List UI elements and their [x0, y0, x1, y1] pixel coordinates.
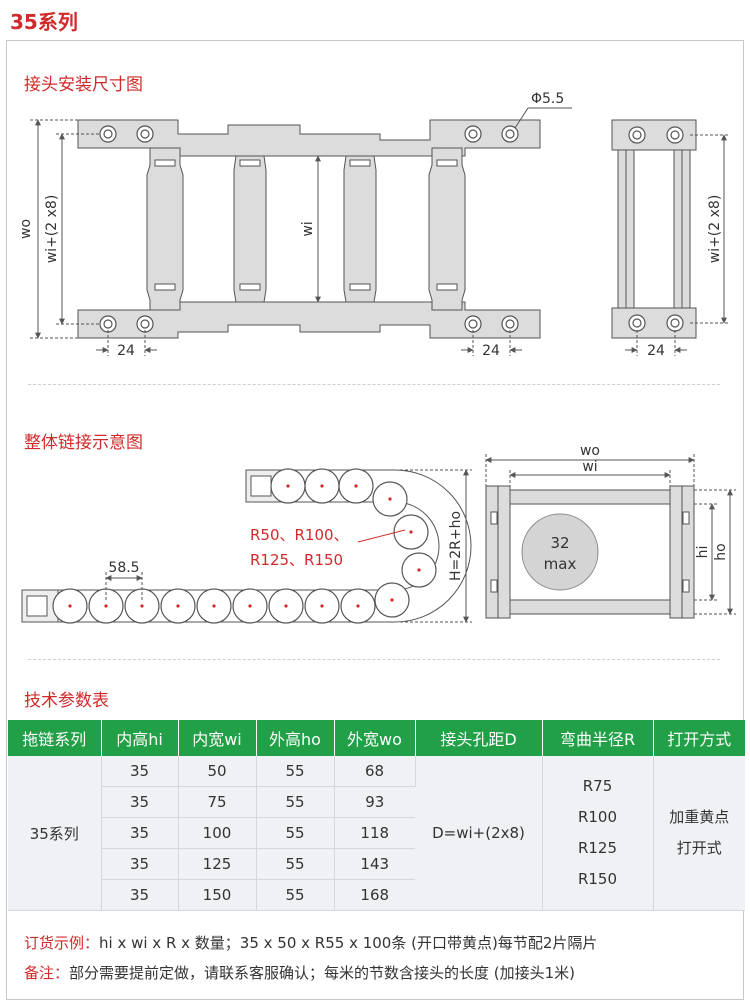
inner-height-label: hi [695, 546, 711, 559]
radius-value: R75 [582, 777, 613, 795]
column-header: 内宽wi [178, 720, 257, 756]
pitch-label: 58.5 [108, 560, 139, 576]
table-row: 35 100 55 118 [8, 817, 745, 849]
dim-24-label: 24 [647, 343, 665, 359]
wo-cell: 168 [334, 879, 415, 911]
wi-cell: 150 [178, 879, 257, 911]
ho-cell: 55 [256, 756, 335, 787]
parameter-table: 拖链系列 内高hi 内宽wi 外高ho 外宽wo 接头孔距D 弯曲半径R 打开方… [8, 720, 745, 911]
column-header: 外高ho [256, 720, 335, 756]
table-row: 35系列 35 50 55 68 D=wi+(2x8) R75 R100 R12… [8, 756, 745, 911]
opening-type-line: 加重黄点 [669, 808, 730, 826]
column-header: 弯曲半径R [542, 720, 654, 756]
inner-width-label: wi [300, 221, 316, 236]
height-formula-label: H=2R+ho [448, 511, 464, 581]
hi-cell: 35 [101, 817, 179, 849]
outer-width-label: wo [18, 219, 34, 239]
ho-cell: 55 [256, 879, 335, 911]
bend-radius-label: R125、R150 [250, 551, 343, 569]
section-title-overview: 整体链接示意图 [24, 433, 143, 453]
remark-note: 备注：部分需要提前定做，请联系客服确认；每米的节数含接头的长度 (加接头1米) [24, 962, 575, 983]
connector-side-view: wi+(2 x8) 24 [611, 119, 730, 359]
radius-value: R100 [577, 808, 618, 826]
table-row: 35 150 55 168 [8, 879, 745, 911]
column-header: 外宽wo [334, 720, 416, 756]
outer-height-label: ho [713, 543, 729, 560]
ho-cell: 55 [256, 786, 335, 818]
chain-assembly-view: 58.5 H=2R+ho R50、R100、 R125、R150 [21, 468, 472, 624]
wi-cell: 125 [178, 848, 257, 880]
remark-text: 部分需要提前定做，请联系客服确认；每米的节数含接头的长度 (加接头1米) [69, 964, 576, 982]
column-header: 拖链系列 [8, 720, 102, 756]
bend-radius-cell: R75 R100 R125 R150 [542, 756, 654, 911]
wi-cell: 100 [178, 817, 257, 849]
ho-cell: 55 [256, 848, 335, 880]
wo-cell: 143 [334, 848, 415, 880]
opening-type-cell: 加重黄点 打开式 [653, 756, 745, 911]
table-header-row: 拖链系列 内高hi 内宽wi 外高ho 外宽wo 接头孔距D 弯曲半径R 打开方… [8, 720, 745, 756]
inner-width-label: wi [582, 459, 597, 475]
hi-cell: 35 [101, 756, 179, 787]
wo-cell: 68 [334, 756, 416, 787]
divider [28, 384, 720, 385]
hole-distance-cell: D=wi+(2x8) [415, 756, 543, 911]
column-header: 接头孔距D [415, 720, 543, 756]
series-cell: 35系列 [8, 756, 102, 911]
hi-cell: 35 [101, 879, 179, 911]
ho-cell: 55 [256, 817, 335, 849]
table-row: 35 125 55 143 [8, 848, 745, 880]
wi-cell: 50 [178, 756, 257, 787]
dim-24-label: 24 [482, 343, 500, 359]
radius-value: R150 [577, 870, 618, 888]
bend-radius-label: R50、R100、 [250, 526, 349, 544]
outer-width-label: wo [580, 443, 600, 459]
column-header: 内高hi [101, 720, 179, 756]
wo-cell: 118 [334, 817, 415, 849]
connector-top-view: Φ5.5 wo wi+(2 x8) wi 24 24 [18, 91, 572, 359]
column-header: 打开方式 [653, 720, 745, 756]
chain-cross-section: 32 max wo wi hi ho [485, 443, 736, 619]
max-diameter-value: 32 [550, 534, 569, 552]
order-example-note: 订货示例：hi x wi x R x 数量；35 x 50 x R55 x 10… [24, 932, 597, 953]
divider [28, 659, 720, 660]
hole-diameter-label: Φ5.5 [531, 91, 564, 107]
hi-cell: 35 [101, 848, 179, 880]
max-diameter-unit: max [544, 555, 577, 573]
radius-value: R125 [577, 839, 618, 857]
page-title: 35系列 [10, 10, 78, 34]
hole-distance-label: wi+(2 x8) [44, 195, 60, 264]
hole-distance-label: wi+(2 x8) [707, 195, 723, 264]
order-example-text: hi x wi x R x 数量；35 x 50 x R55 x 100条 (开… [99, 934, 598, 952]
dim-24-label: 24 [117, 343, 135, 359]
wo-cell: 93 [334, 786, 415, 818]
section-title-parameters: 技术参数表 [24, 691, 109, 711]
section-title-mounting: 接头安装尺寸图 [24, 75, 143, 95]
hi-cell: 35 [101, 786, 179, 818]
remark-label: 备注： [24, 964, 70, 982]
table-row: 35 75 55 93 [8, 786, 745, 818]
wi-cell: 75 [178, 786, 257, 818]
order-example-label: 订货示例： [24, 934, 100, 952]
opening-type-line: 打开式 [676, 839, 722, 857]
